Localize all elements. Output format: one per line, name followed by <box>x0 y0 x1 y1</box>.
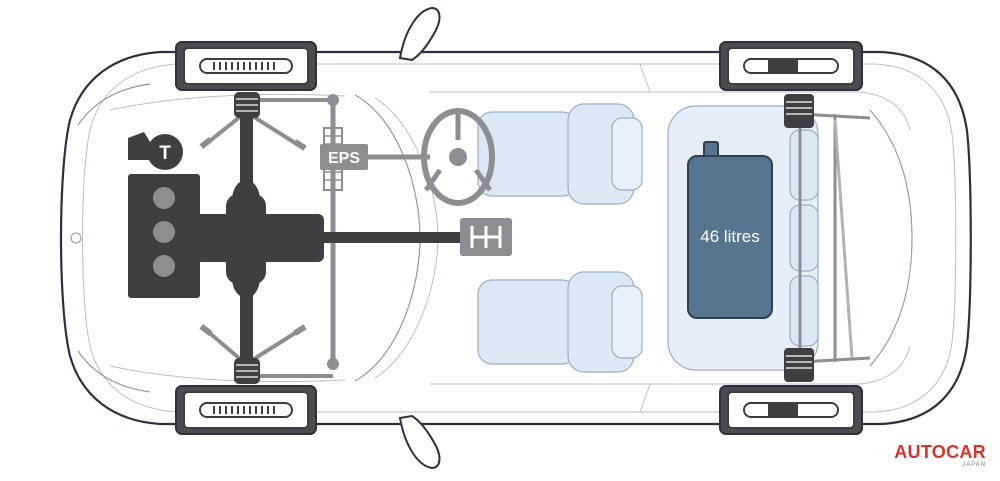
front-emblem <box>70 232 82 244</box>
roof-line-top <box>430 91 911 131</box>
rear-damper-upper <box>784 94 814 128</box>
steering-wheel-icon <box>421 108 495 206</box>
eps-box <box>320 144 368 170</box>
watermark-brand: AUTOCAR <box>894 442 986 462</box>
cylinder-2 <box>153 221 175 243</box>
gearshift-icon <box>460 218 512 256</box>
car-body-inner-line <box>82 63 957 413</box>
rear-beam-diagonal <box>833 119 854 359</box>
rear-window <box>869 109 913 367</box>
shift-linkage <box>320 232 460 243</box>
mirror-top <box>398 6 441 62</box>
tyre-rear-lower <box>719 385 863 435</box>
mirror-bottom <box>398 414 441 470</box>
front-coilovers <box>234 92 260 384</box>
tyre-front-upper <box>175 41 317 91</box>
tyres <box>175 41 863 435</box>
fuel-tank: 46 litres <box>687 141 773 319</box>
door-line-top <box>639 63 651 93</box>
front-seat-lower <box>477 271 643 373</box>
watermark-region: JAPAN <box>962 462 986 468</box>
rear-suspension <box>784 94 871 382</box>
fuel-tank-body <box>687 155 773 319</box>
drivetrain <box>128 118 460 360</box>
headlight-top <box>77 83 151 126</box>
roof-line-bottom <box>430 345 911 385</box>
fuel-tank-label: 46 litres <box>700 227 760 246</box>
eps-label: EPS <box>328 150 360 167</box>
autocar-watermark: AUTOCAR JAPAN <box>894 443 986 468</box>
tyre-front-lower <box>175 385 317 435</box>
door-line-bottom <box>639 383 651 413</box>
turbo-label: T <box>159 143 171 164</box>
rear-damper-lower <box>784 348 814 382</box>
front-seat-upper <box>477 103 643 205</box>
cylinder-3 <box>153 255 175 277</box>
bonnet-line-bottom <box>109 365 346 383</box>
headlight-bottom <box>77 350 151 393</box>
tyre-rear-upper <box>719 41 863 91</box>
wishbone-ends <box>199 136 307 337</box>
bonnet-line-top <box>109 93 346 111</box>
cylinder-1 <box>153 187 175 209</box>
turbo-icon: T <box>128 132 183 170</box>
